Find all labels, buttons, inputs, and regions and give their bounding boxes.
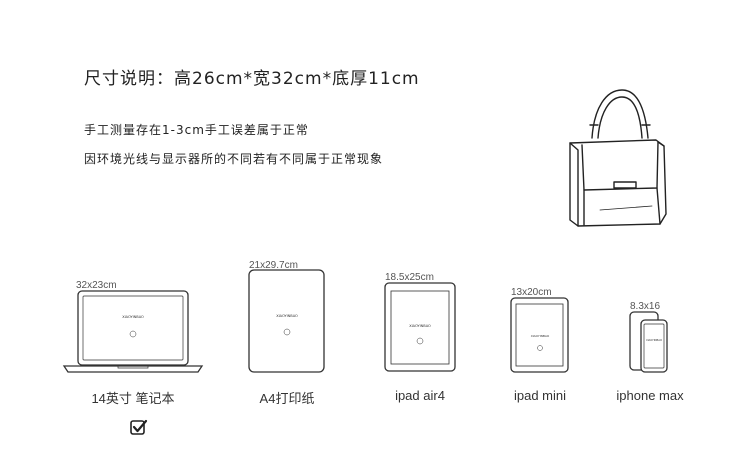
svg-text:XIAOYINBAO: XIAOYINBAO — [409, 324, 431, 328]
checkbox-checked-icon — [130, 419, 148, 435]
laptop-dimension: 32x23cm — [76, 280, 117, 291]
phone-icon: XIAOYINBAO — [629, 311, 668, 373]
svg-text:XIAOYINBAO: XIAOYINBAO — [531, 334, 550, 338]
svg-text:XIAOYINBAO: XIAOYINBAO — [122, 315, 144, 319]
size-title: 尺寸说明：高26cm*宽32cm*底厚11cm — [84, 69, 420, 89]
measurement-note: 手工测量存在1-3cm手工误差属于正常 — [84, 123, 309, 137]
laptop-icon: XIAOYINBAO — [62, 290, 204, 373]
paper-dimension: 21x29.7cm — [249, 260, 298, 271]
phone-dimension: 8.3x16 — [630, 301, 661, 312]
svg-text:XIAOYINBAO: XIAOYINBAO — [646, 338, 662, 342]
tablet-dimension: 18.5x25cm — [385, 272, 434, 283]
paper-icon: XIAOYINBAO — [248, 269, 325, 373]
tablet-label: ipad air4 — [395, 388, 445, 403]
laptop-label: 14英寸 笔记本 — [91, 391, 175, 406]
small-tablet-icon: XIAOYINBAO — [510, 297, 569, 373]
small-tablet-label: ipad mini — [513, 388, 567, 403]
svg-text:XIAOYINBAO: XIAOYINBAO — [276, 314, 298, 318]
tablet-icon: XIAOYINBAO — [384, 282, 456, 372]
small-tablet-dimension: 13x20cm — [511, 287, 552, 298]
display-note: 因环境光线与显示器所的不同若有不同属于正常现象 — [84, 152, 384, 166]
phone-label: iphone max — [616, 388, 684, 403]
paper-label: A4打印纸 — [259, 391, 315, 406]
